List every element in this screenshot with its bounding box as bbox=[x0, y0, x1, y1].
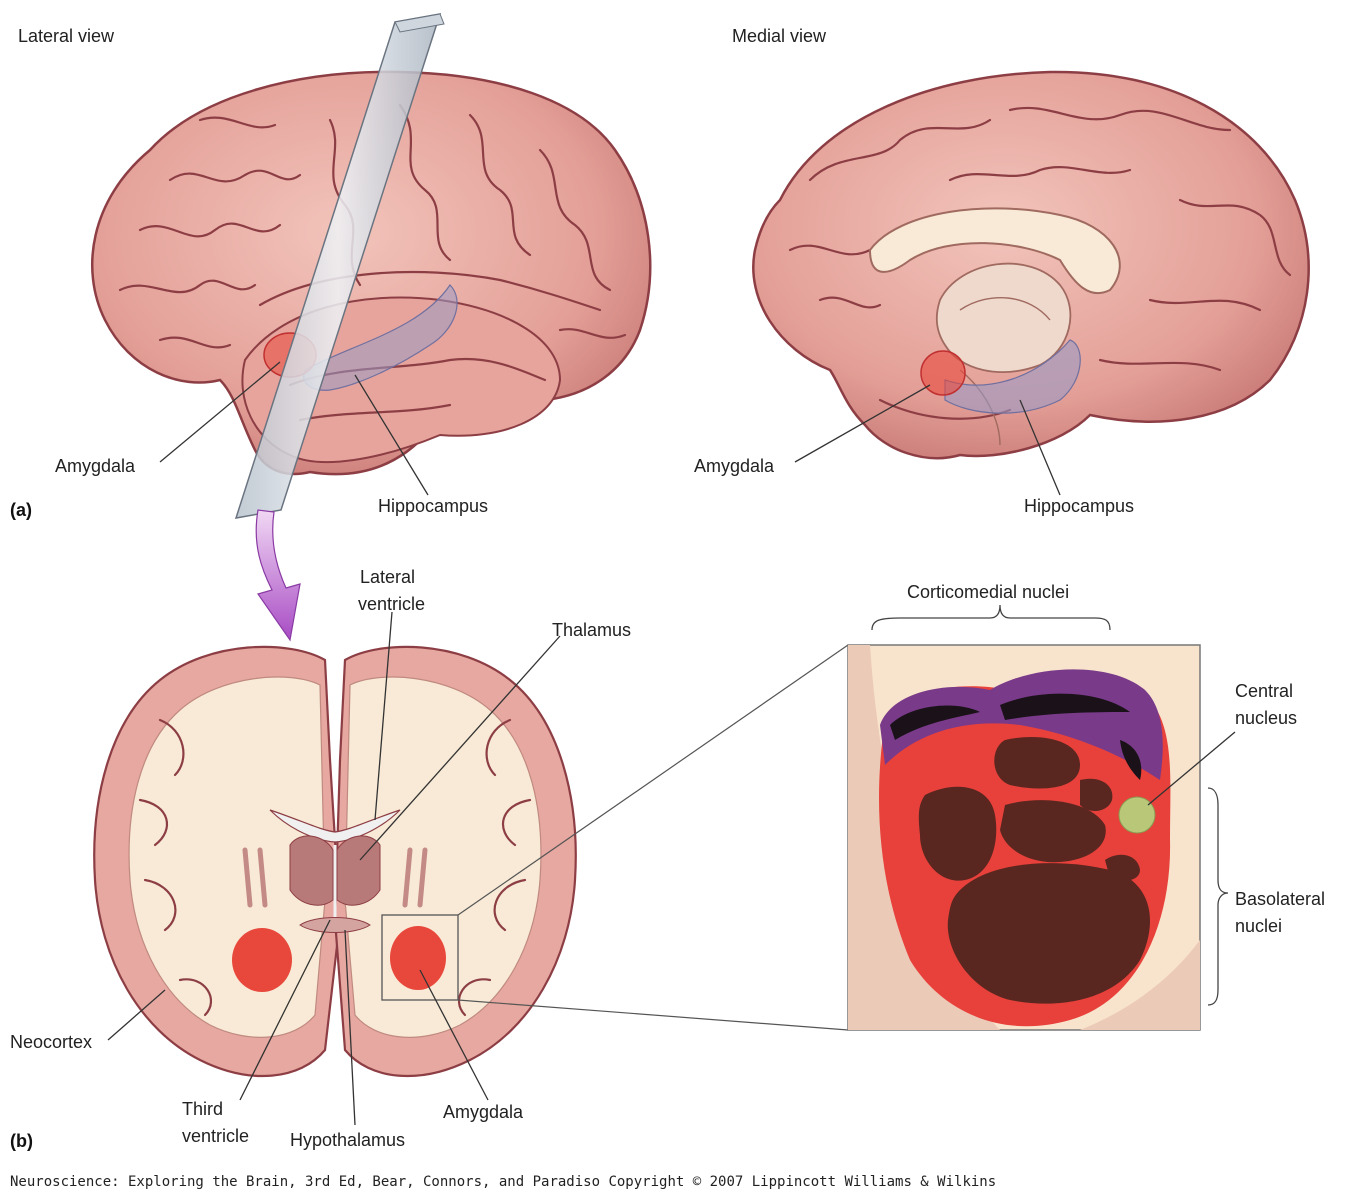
section-arrow bbox=[255, 509, 301, 642]
panel-label-a: (a) bbox=[10, 500, 32, 520]
label-amygdala-coronal: Amygdala bbox=[443, 1102, 524, 1122]
medial-view-brain bbox=[752, 70, 1310, 460]
label-thalamus: Thalamus bbox=[552, 620, 631, 640]
label-third-ventricle-line1: Third bbox=[182, 1099, 223, 1119]
medial-brain-outline bbox=[752, 70, 1310, 460]
medial-amygdala bbox=[920, 350, 966, 396]
coronal-amygdala-right bbox=[390, 926, 446, 990]
label-amygdala-lateral: Amygdala bbox=[55, 456, 136, 476]
medial-view-title: Medial view bbox=[732, 26, 827, 46]
label-lateral-ventricle-line2: ventricle bbox=[358, 594, 425, 614]
cutting-plane bbox=[234, 13, 445, 519]
label-lateral-ventricle-line1: Lateral bbox=[360, 567, 415, 587]
inset-nucleus-6 bbox=[1105, 854, 1140, 881]
corticomedial-bracket bbox=[871, 604, 1111, 631]
inset-nucleus-3 bbox=[1000, 800, 1106, 863]
lateral-view-title: Lateral view bbox=[18, 26, 115, 46]
panel-label-b: (b) bbox=[10, 1131, 33, 1151]
label-central-nucleus-line1: Central bbox=[1235, 681, 1293, 701]
basolateral-bracket bbox=[1207, 787, 1229, 1006]
inset-nucleus-4 bbox=[1080, 778, 1113, 812]
inset-nucleus-2 bbox=[918, 786, 997, 881]
label-neocortex: Neocortex bbox=[10, 1032, 92, 1052]
amygdala-inset bbox=[847, 644, 1201, 1031]
medial-thalamus bbox=[935, 262, 1072, 373]
label-amygdala-medial: Amygdala bbox=[694, 456, 775, 476]
medial-hippocampus bbox=[944, 339, 1081, 414]
inset-central-nucleus bbox=[1118, 796, 1156, 834]
label-central-nucleus-line2: nucleus bbox=[1235, 708, 1297, 728]
label-hypothalamus: Hypothalamus bbox=[290, 1130, 405, 1150]
label-third-ventricle-line2: ventricle bbox=[182, 1126, 249, 1146]
corpus-callosum bbox=[868, 207, 1121, 295]
label-hippocampus-lateral: Hippocampus bbox=[378, 496, 488, 516]
label-corticomedial-nuclei: Corticomedial nuclei bbox=[907, 582, 1069, 602]
label-hippocampus-medial: Hippocampus bbox=[1024, 496, 1134, 516]
coronal-thalamus bbox=[289, 835, 334, 906]
inset-nucleus-1 bbox=[994, 737, 1080, 789]
label-basolateral-line2: nuclei bbox=[1235, 916, 1282, 936]
inset-nucleus-5 bbox=[947, 863, 1150, 1004]
lateral-hippocampus bbox=[303, 284, 458, 391]
zoom-box bbox=[381, 914, 459, 1001]
coronal-section bbox=[93, 645, 577, 1078]
coronal-amygdala-left bbox=[232, 928, 292, 992]
label-basolateral-line1: Basolateral bbox=[1235, 889, 1325, 909]
copyright-credit: Neuroscience: Exploring the Brain, 3rd E… bbox=[10, 1174, 996, 1190]
